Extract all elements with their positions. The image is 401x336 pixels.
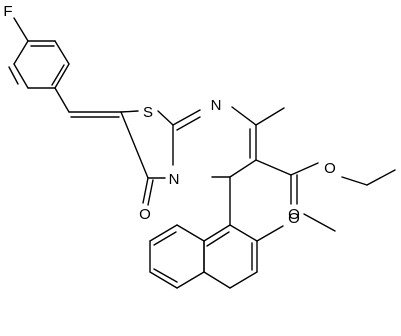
methoxy-ch3-bond — [303, 213, 336, 232]
ring-carbonyl-oxygen-label: O — [139, 206, 151, 223]
imine-nitrogen-label: N — [211, 97, 222, 114]
methoxy-o-bond — [256, 225, 284, 242]
naphthalene — [149, 224, 258, 289]
ethyl-ester — [255, 159, 396, 205]
aryl-ch-bond — [54, 87, 70, 113]
ester-ether-oxygen-label: O — [324, 160, 336, 177]
sulfur-label: S — [143, 104, 153, 121]
methyl-bond — [255, 107, 285, 126]
fluorophenyl-ring — [8, 17, 70, 89]
atom-labels: F S N N O O O O — [3, 3, 335, 227]
ester-carbonyl-oxygen-label: O — [288, 206, 300, 223]
methoxy-oxygen-label: O — [288, 210, 300, 227]
bonds — [8, 17, 396, 289]
thiazole-ring — [120, 110, 174, 206]
ring-nitrogen-label: N — [169, 171, 180, 188]
fluorine-label: F — [3, 3, 12, 20]
pyrimidine-ring — [172, 106, 257, 178]
